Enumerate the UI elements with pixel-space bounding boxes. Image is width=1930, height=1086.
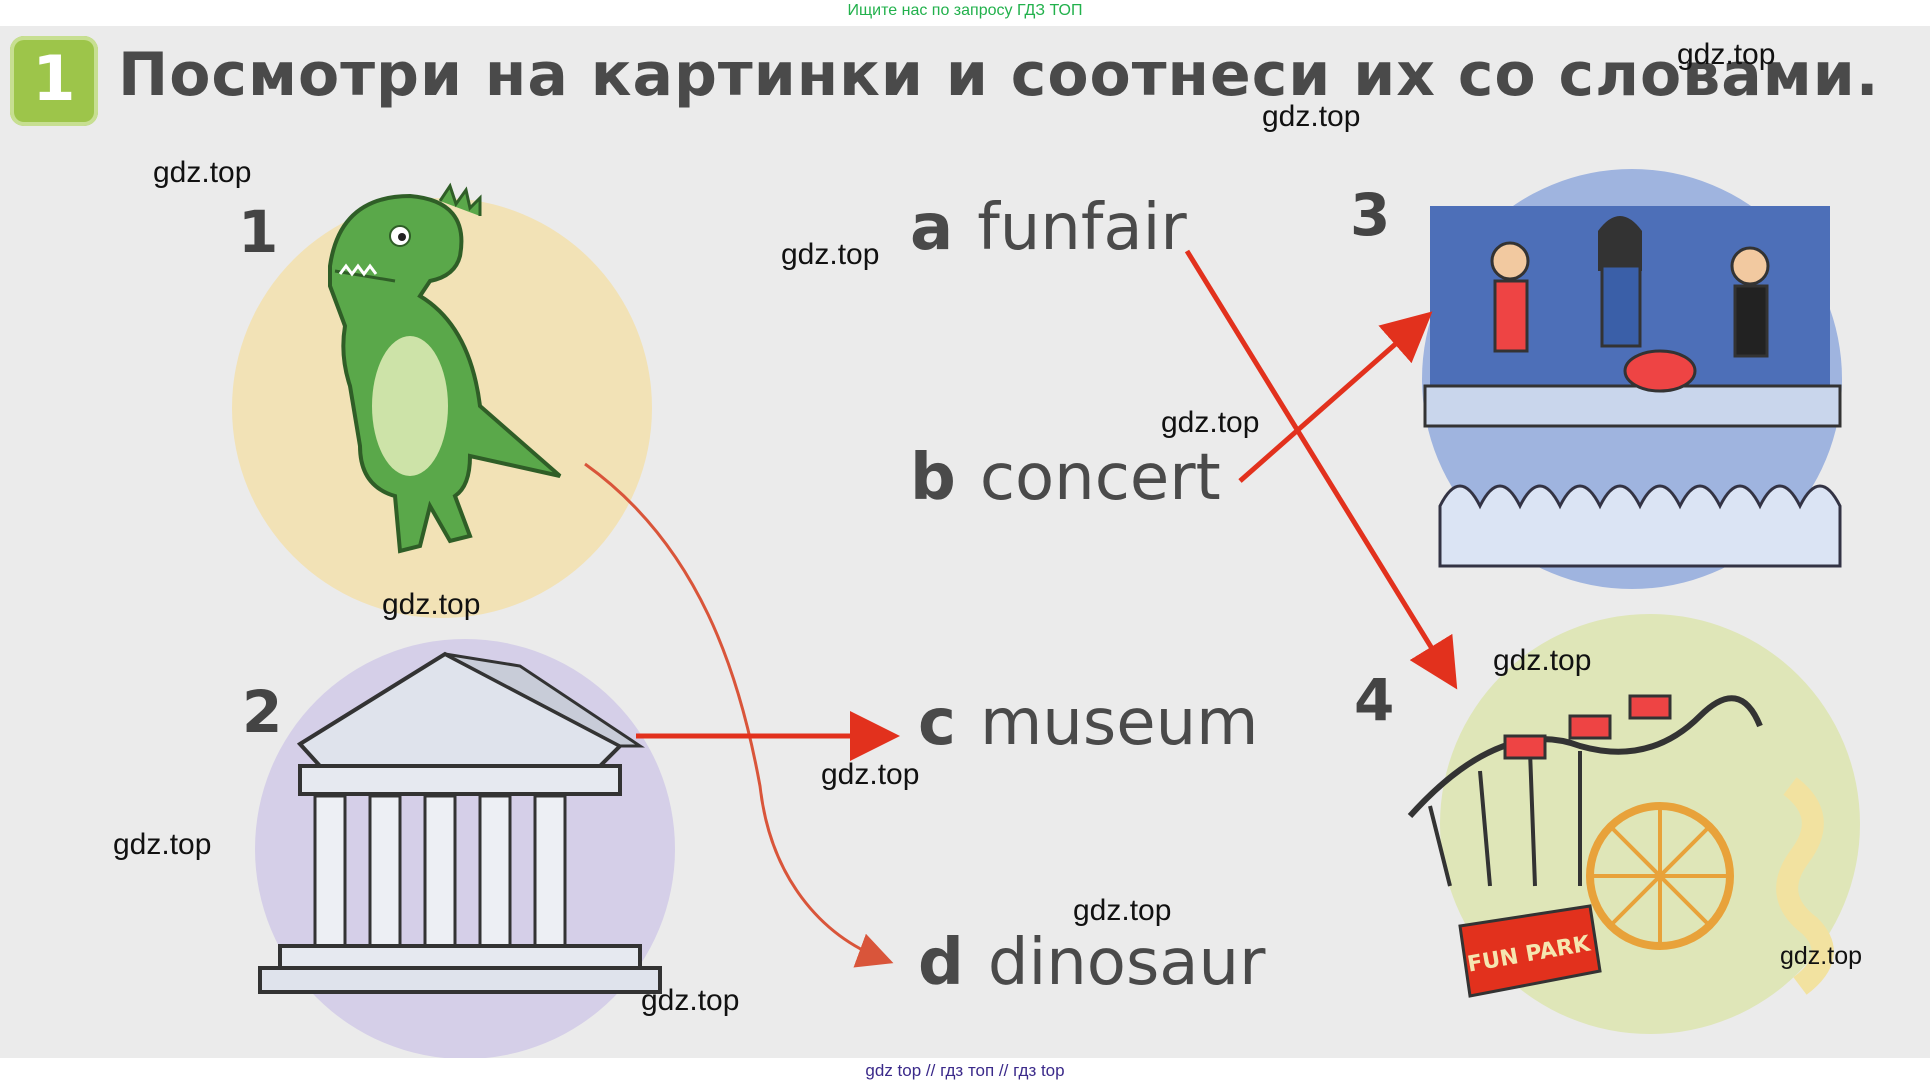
- word-letter-d: d: [918, 926, 964, 1000]
- picture-number-4: 4: [1354, 666, 1395, 734]
- watermark: gdz.top: [113, 828, 212, 861]
- word-letter-a: a: [910, 191, 954, 265]
- watermark: gdz.top: [1262, 100, 1361, 133]
- match-arrow-b-3: [1238, 311, 1433, 483]
- bottom-banner: gdz top // гдз топ // гдз top: [0, 1058, 1930, 1086]
- word-text-concert: concert: [979, 441, 1221, 515]
- word-text-dinosaur: dinosaur: [987, 926, 1266, 1000]
- funfair-icon: FUN PARK: [1407, 614, 1860, 1034]
- picture-number-3: 3: [1350, 181, 1391, 249]
- watermark: gdz.top: [1073, 894, 1172, 927]
- watermark: gdz.top: [153, 156, 252, 189]
- dinosaur-icon: [232, 182, 652, 618]
- top-banner: Ищите нас по запросу ГДЗ ТОП: [0, 0, 1930, 26]
- bottom-banner-text: gdz top // гдз топ // гдз top: [865, 1061, 1065, 1080]
- top-banner-text: Ищите нас по запросу ГДЗ ТОП: [847, 2, 1083, 19]
- watermark: gdz.top: [821, 758, 920, 791]
- illustrations: FUN PARK: [232, 169, 1860, 1058]
- watermark: gdz.top: [382, 588, 481, 621]
- word-letter-c: c: [918, 686, 956, 760]
- word-text-funfair: funfair: [977, 191, 1187, 265]
- word-a: a funfair: [910, 191, 1187, 265]
- picture-number-2: 2: [242, 678, 283, 746]
- exercise-sheet: FUN PARK 1 Посмотри на картинки и соотне…: [0, 26, 1930, 1058]
- museum-building-icon: [255, 639, 675, 1058]
- match-arrow-a-4: [1184, 249, 1458, 690]
- rock-concert-icon: [1422, 169, 1842, 589]
- task-title: Посмотри на картинки и соотнеси их со сл…: [118, 40, 1880, 110]
- watermark: gdz.top: [641, 984, 740, 1017]
- watermark: gdz.top: [781, 238, 880, 271]
- word-text-museum: museum: [979, 686, 1259, 760]
- task-number-badge: 1: [10, 36, 98, 126]
- watermark: gdz.top: [1493, 644, 1592, 677]
- word-letter-b: b: [910, 441, 956, 515]
- word-b: b concert: [910, 441, 1221, 515]
- match-arrow-1-d: [584, 462, 894, 968]
- word-d: d dinosaur: [918, 926, 1265, 1000]
- watermark: gdz.top: [1780, 942, 1863, 970]
- watermark: gdz.top: [1161, 406, 1260, 439]
- picture-number-1: 1: [238, 198, 279, 266]
- watermark: gdz.top: [1677, 38, 1776, 71]
- task-number: 1: [32, 42, 76, 115]
